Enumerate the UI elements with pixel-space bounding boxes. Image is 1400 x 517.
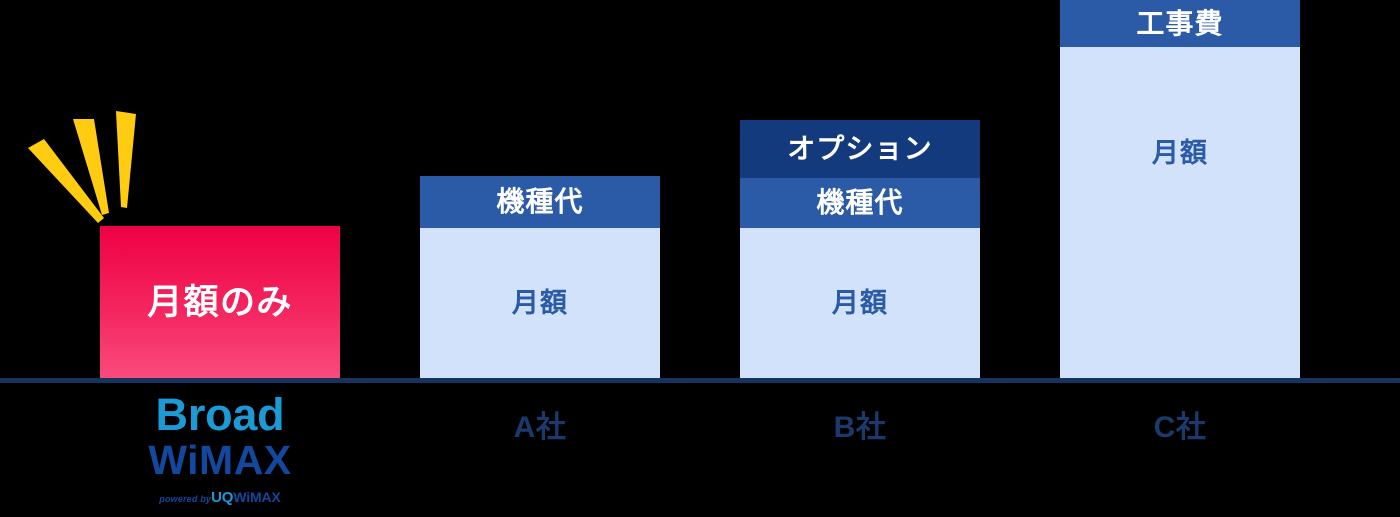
segment-label-monthly-fee-b: 月額: [831, 287, 889, 318]
broad-wimax-logo: Broad WiMAX powered byUQWiMAX: [100, 392, 340, 506]
segment-device-fee-b: 機種代: [740, 178, 980, 228]
category-label-company-c: C社: [1153, 411, 1207, 444]
logo-broad-text: Broad: [155, 389, 285, 440]
sparkle-ray-left: [28, 139, 104, 223]
segment-label-device-fee-a: 機種代: [496, 186, 584, 217]
logo-powered-by-text: powered by: [159, 494, 212, 504]
category-label-company-b: B社: [833, 411, 887, 444]
logo-wimax-text: WiMAX: [148, 437, 292, 483]
segment-label-monthly-only: 月額のみ: [147, 282, 293, 322]
logo-powered-by-line: powered byUQWiMAX: [100, 490, 340, 506]
logo-uq-text: UQ: [211, 489, 234, 506]
bar-company-c[interactable]: 工事費 月額: [1060, 0, 1300, 378]
segment-label-monthly-fee-a: 月額: [511, 287, 569, 318]
bar-company-b[interactable]: オプション 機種代 月額: [740, 120, 980, 378]
segment-option-fee-b: オプション: [740, 120, 980, 178]
segment-monthly-fee-c: 月額: [1060, 47, 1300, 378]
bar-company-a[interactable]: 機種代 月額: [420, 176, 660, 378]
segment-label-option-fee-b: オプション: [787, 133, 933, 164]
segment-monthly-fee-b: 月額: [740, 228, 980, 378]
segment-label-construction-fee-c: 工事費: [1136, 7, 1224, 39]
segment-label-monthly-fee-c: 月額: [1151, 138, 1209, 168]
category-label-company-a: A社: [513, 411, 567, 444]
logo-uq-wimax-text: WiMAX: [233, 489, 281, 505]
segment-device-fee-a: 機種代: [420, 176, 660, 228]
sparkle-rays-icon: [10, 108, 150, 233]
baseline-axis: [0, 378, 1400, 383]
segment-monthly-fee-a: 月額: [420, 228, 660, 378]
segment-label-device-fee-b: 機種代: [816, 187, 904, 218]
sparkle-rays-svg: [28, 111, 136, 223]
segment-monthly-only: 月額のみ: [100, 226, 340, 378]
sparkle-ray-right: [116, 111, 136, 208]
sparkle-ray-middle: [73, 119, 109, 215]
segment-construction-fee-c: 工事費: [1060, 0, 1300, 47]
bar-broad-wimax[interactable]: 月額のみ: [100, 226, 340, 378]
